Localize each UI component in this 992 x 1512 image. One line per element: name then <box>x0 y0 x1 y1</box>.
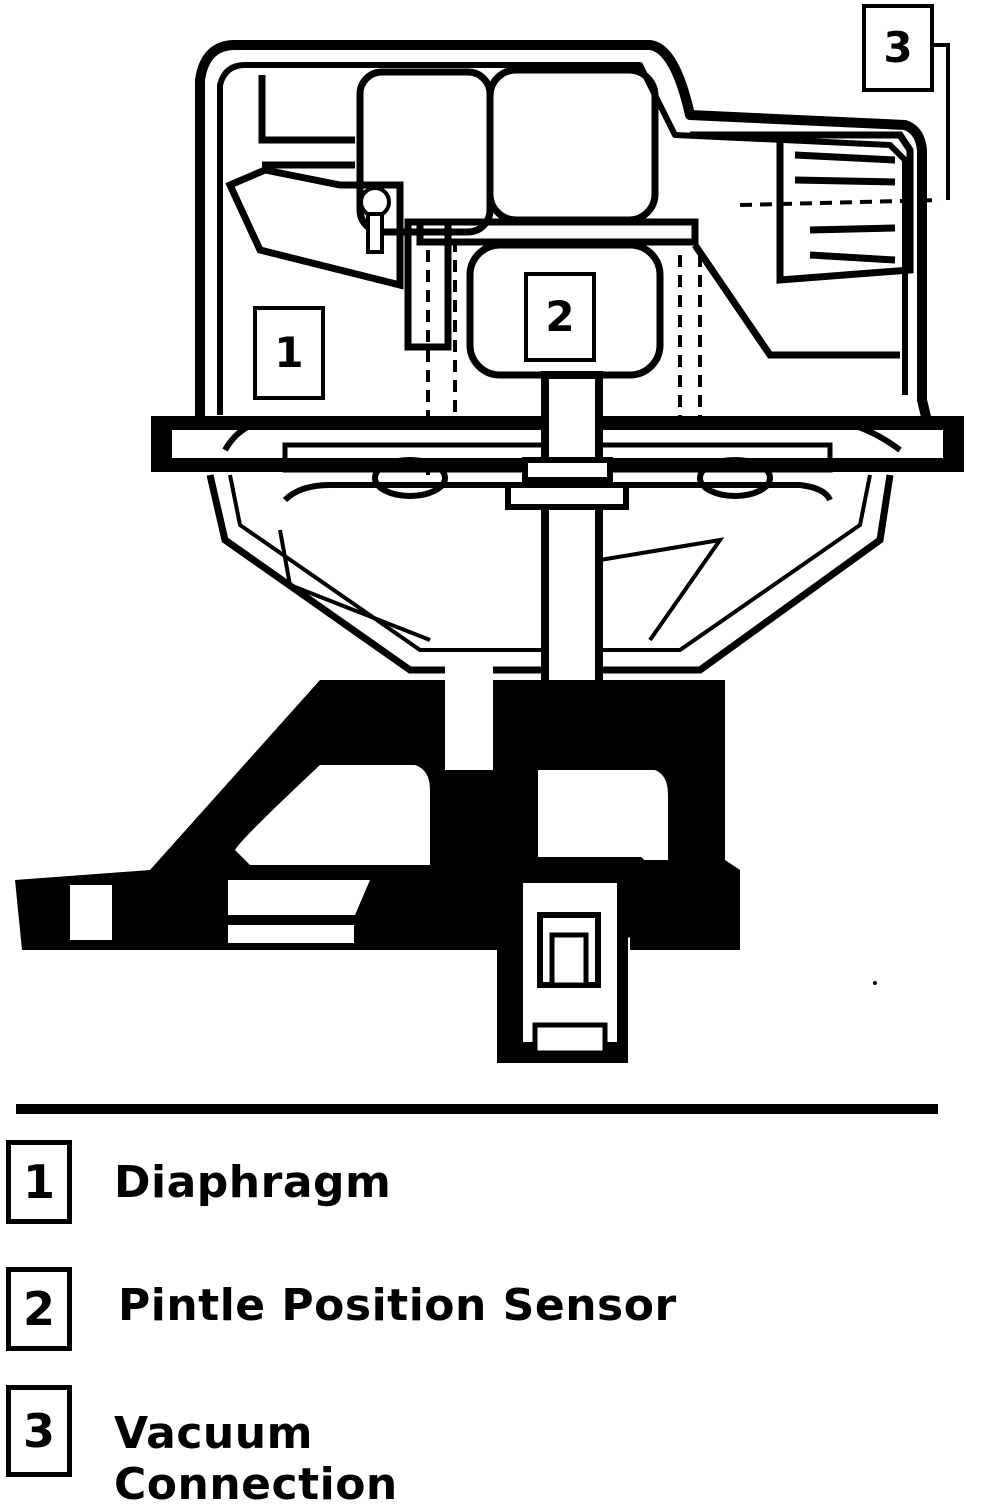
callout-1: 1 <box>253 306 325 400</box>
base-bolt-hole <box>70 885 112 940</box>
callout-3-number: 3 <box>883 23 913 72</box>
sensor-mount-left <box>404 218 452 351</box>
legend-label-vacuum: Vacuum <box>114 1408 313 1459</box>
legend-number-2: 2 <box>22 1282 55 1336</box>
vacuum-leader <box>930 43 950 200</box>
legend-divider <box>16 1104 938 1114</box>
legend-box-3: 3 <box>6 1385 72 1477</box>
base-channel <box>235 765 430 865</box>
vacuum-line <box>739 198 941 207</box>
legend-label-pintle-position-sensor: Pintle Position Sensor <box>118 1280 677 1331</box>
mount-arm <box>225 166 404 290</box>
funnel-detail <box>278 529 725 642</box>
vacuum-port-housing <box>690 131 914 284</box>
legend-number-3: 3 <box>22 1404 55 1458</box>
base-slot <box>228 925 354 943</box>
callout-1-number: 1 <box>274 328 304 377</box>
egr-valve-cross-section <box>15 40 964 1063</box>
legend-number-1: 1 <box>22 1155 55 1209</box>
pintle-collar <box>505 482 629 510</box>
base-port-left <box>445 660 493 770</box>
upper-housing <box>195 40 933 427</box>
base-channel-right <box>600 770 668 860</box>
legend-box-2: 2 <box>6 1267 72 1351</box>
callout-2-number: 2 <box>545 292 575 341</box>
solenoid-coil <box>486 66 659 224</box>
stray-dot <box>873 981 877 985</box>
vacuum-port-tube-lower <box>809 224 896 264</box>
vacuum-port-tube-upper <box>794 151 896 186</box>
callout-2: 2 <box>524 272 596 362</box>
stem-channel <box>538 770 602 870</box>
pintle-collar-upper <box>522 457 613 483</box>
bracket-left <box>258 75 355 144</box>
legend-label-diaphragm: Diaphragm <box>114 1157 392 1208</box>
adjust-screw <box>359 186 391 254</box>
legend-box-1: 1 <box>6 1140 72 1224</box>
base-slot-upper <box>228 880 370 915</box>
sensor-linkage <box>692 243 900 359</box>
legend-label-connection: Connection <box>114 1459 398 1510</box>
valve-seat <box>475 857 663 1063</box>
callout-3: 3 <box>862 4 934 92</box>
